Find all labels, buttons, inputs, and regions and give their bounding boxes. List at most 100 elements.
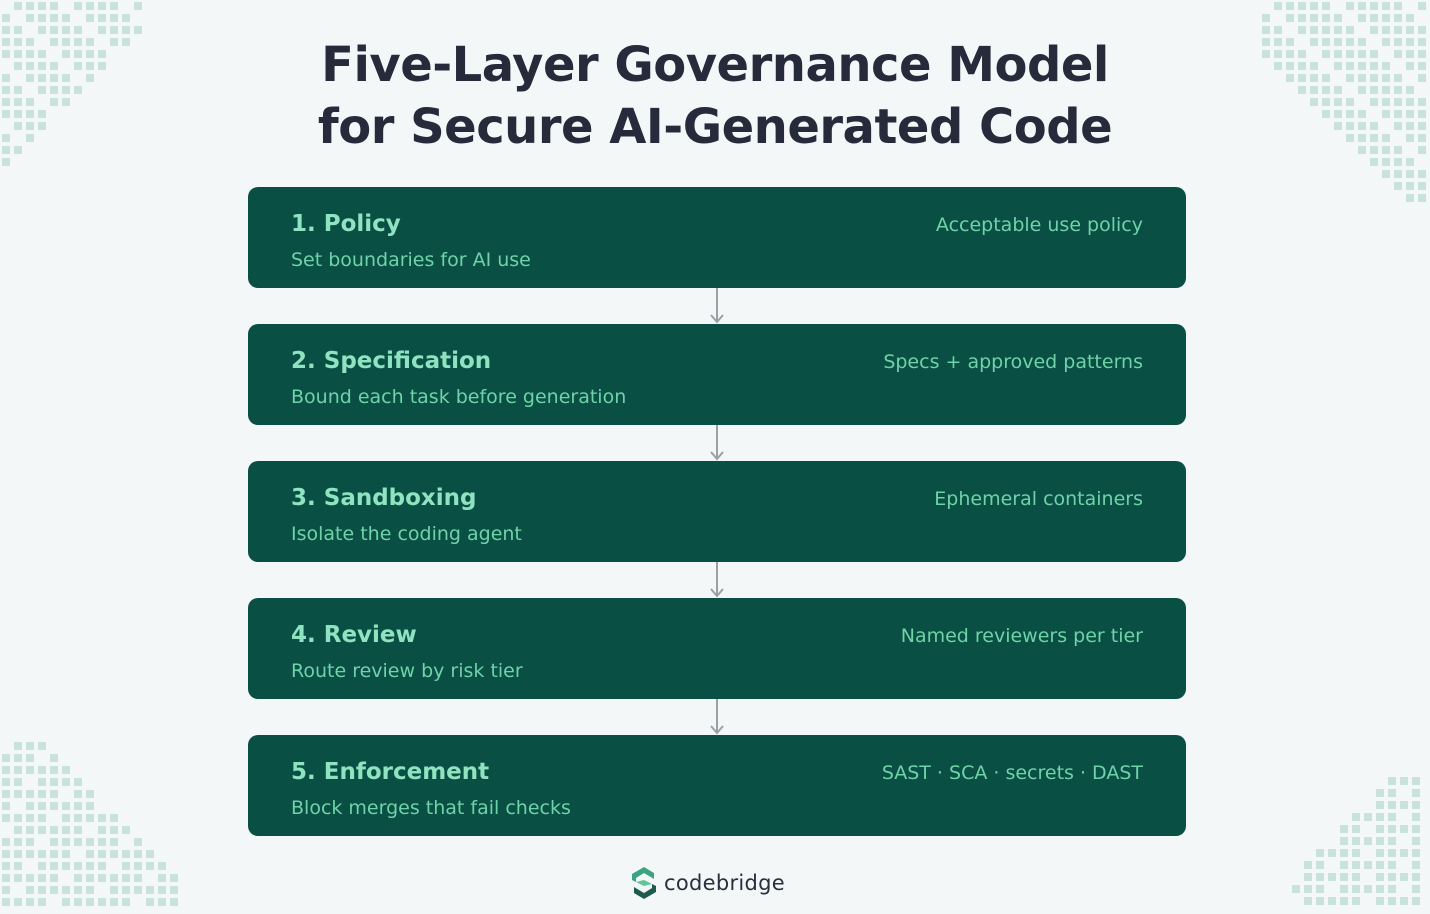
decor-dot (1316, 897, 1324, 905)
decor-dot (1376, 813, 1384, 821)
decor-dot (134, 886, 142, 894)
decor-dot (1412, 777, 1420, 785)
decor-dot (1376, 861, 1384, 869)
decor-dot (86, 802, 94, 810)
decor-dot (1376, 849, 1384, 857)
layer-tag: SAST · SCA · secrets · DAST (881, 762, 1143, 784)
brand-logo: codebridge (632, 866, 785, 900)
decor-dot (26, 754, 34, 762)
layer-tag: Ephemeral containers (934, 488, 1143, 510)
decor-dot (2, 766, 10, 774)
decor-dot (1388, 873, 1396, 881)
decor-dot (26, 874, 34, 882)
decor-dot (86, 14, 94, 22)
decor-dot (38, 790, 46, 798)
decor-dot (50, 850, 58, 858)
layer-specification: 2. Specification Bound each task before … (248, 324, 1186, 425)
decor-dot (98, 826, 106, 834)
decor-dot (2, 898, 10, 906)
decor-dot (158, 886, 166, 894)
decor-dot (158, 874, 166, 882)
decor-dot (38, 862, 46, 870)
decor-dot (1358, 14, 1366, 22)
layer-name: 1. Policy (291, 211, 401, 237)
decor-dot (98, 838, 106, 846)
decor-dot (74, 802, 82, 810)
decor-dot (50, 26, 58, 34)
decor-dot (50, 886, 58, 894)
decor-dot (1412, 813, 1420, 821)
decor-dot (134, 838, 142, 846)
decor-dot (74, 2, 82, 10)
decor-dot (2, 874, 10, 882)
decor-dot (98, 898, 106, 906)
decor-dot (86, 838, 94, 846)
layer-enforcement: 5. Enforcement Block merges that fail ch… (248, 735, 1186, 836)
decor-dot (146, 898, 154, 906)
layer-tag: Named reviewers per tier (900, 625, 1143, 647)
decor-dot (1346, 26, 1354, 34)
decor-dot (1412, 849, 1420, 857)
decor-dot (1406, 26, 1414, 34)
decor-dot (62, 850, 70, 858)
layer-description: Bound each task before generation (291, 386, 627, 408)
decor-dot (134, 850, 142, 858)
decor-dot (1376, 837, 1384, 845)
decor-dot (26, 838, 34, 846)
decor-dot (110, 14, 118, 22)
decor-dot (50, 754, 58, 762)
decor-dot (2, 802, 10, 810)
decor-dot (1340, 825, 1348, 833)
decor-dot (1298, 2, 1306, 10)
layer-name: 2. Specification (291, 348, 492, 374)
down-arrow-icon (710, 699, 724, 735)
brand-name: codebridge (664, 871, 786, 895)
decor-dot (1364, 861, 1372, 869)
decor-dot (1388, 777, 1396, 785)
decor-dot (110, 850, 118, 858)
down-arrow-icon (710, 562, 724, 598)
decor-dot (1340, 897, 1348, 905)
decor-dot (86, 850, 94, 858)
down-arrow-icon (710, 425, 724, 461)
decor-dot (86, 790, 94, 798)
decor-dot (1328, 897, 1336, 905)
decor-dot (110, 898, 118, 906)
decor-dot (14, 838, 22, 846)
layer-description: Set boundaries for AI use (291, 249, 531, 271)
title-line-2: for Secure AI-Generated Code (317, 99, 1113, 155)
decor-dot (14, 850, 22, 858)
diagram-title: Five-Layer Governance Model for Secure A… (0, 34, 1430, 158)
decor-dot (1412, 861, 1420, 869)
layer-description: Block merges that fail checks (291, 797, 571, 819)
decor-dot (14, 766, 22, 774)
decor-dot (14, 26, 22, 34)
decor-dot (158, 898, 166, 906)
codebridge-logo-icon (632, 867, 656, 899)
decor-dot (2, 838, 10, 846)
decor-dot (1262, 14, 1270, 22)
decor-dot (38, 778, 46, 786)
decor-dot (1382, 2, 1390, 10)
decor-dot (1352, 825, 1360, 833)
decor-dot (110, 838, 118, 846)
decor-dot (110, 814, 118, 822)
decor-dot (50, 826, 58, 834)
decor-dot (14, 742, 22, 750)
decor-dot (50, 802, 58, 810)
decor-dot (26, 742, 34, 750)
down-arrow-icon (710, 288, 724, 324)
decor-dot (1406, 170, 1414, 178)
decor-dot (38, 898, 46, 906)
decor-dot (62, 766, 70, 774)
decor-dot (98, 814, 106, 822)
decor-dot (98, 862, 106, 870)
decor-dot (2, 778, 10, 786)
decor-dot (50, 874, 58, 882)
decor-dot (170, 874, 178, 882)
layer-tag: Acceptable use policy (935, 214, 1143, 236)
decor-dot (1376, 789, 1384, 797)
decor-dot (50, 838, 58, 846)
decor-dot (1376, 801, 1384, 809)
decor-dot (1400, 897, 1408, 905)
